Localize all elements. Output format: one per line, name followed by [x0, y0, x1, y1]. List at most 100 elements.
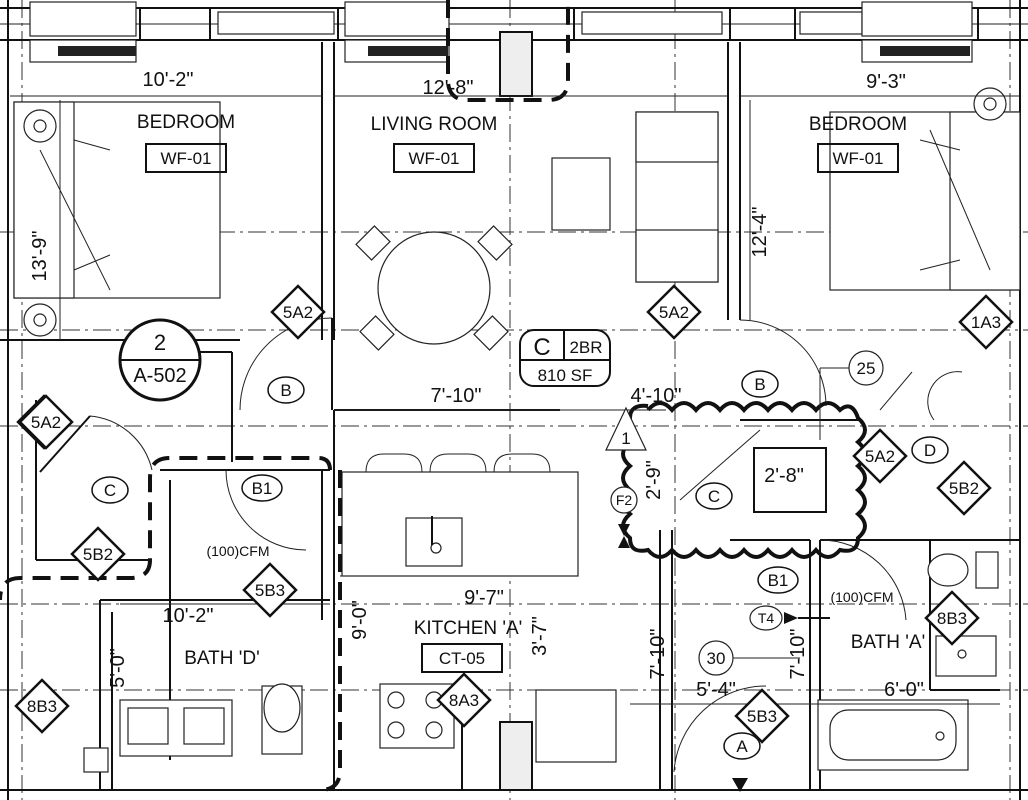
room-name-living: LIVING ROOM — [371, 114, 498, 135]
door-tag-b1-6: B1 — [241, 474, 283, 502]
door-tag-text: B — [280, 381, 291, 400]
wall-tag-text: 8B3 — [937, 609, 967, 628]
revision-triangle: 1 — [605, 406, 647, 451]
finish-box-living — [393, 143, 475, 173]
finish-tag-kitchen: CT-05 — [439, 649, 485, 668]
finish-box-kitchen — [421, 643, 503, 673]
dining-set — [355, 225, 513, 351]
revision-cloud — [621, 401, 867, 559]
room-name-kitchen: KITCHEN 'A' — [414, 618, 523, 639]
section-callout: 2 A-502 — [118, 318, 233, 462]
exhaust-fan-label-bath-a: (100)CFM — [830, 589, 893, 605]
wall-tag-text: 5A2 — [659, 303, 689, 322]
door-tag-d-4: D — [911, 436, 949, 464]
wall-tag-text: 8A3 — [449, 691, 479, 710]
wall-tag-5a2-1: 5A2 — [646, 284, 702, 340]
wall-tag-8a3-12: 8A3 — [436, 672, 492, 728]
dim-living-width: 12'-8" — [423, 77, 474, 99]
room-name-bath-a: BATH 'A' — [851, 632, 925, 653]
keynote-25: 25 — [819, 350, 884, 440]
wall-tag-5b2-6: 5B2 — [70, 526, 126, 582]
unit-type: C — [533, 334, 550, 361]
wall-tag-5b3-8: 5B3 — [242, 562, 298, 618]
fire-tag: F2 — [610, 486, 638, 548]
dim-living-to-kitchen: 7'-10" — [431, 385, 482, 407]
door-tag-text: B — [754, 375, 765, 394]
dim-bath-a-depth: 7'-10" — [787, 629, 809, 680]
revision-outline-kitchen — [319, 470, 342, 792]
wall-tag-text: 5B3 — [255, 581, 285, 600]
unit-bedrooms: 2BR — [569, 338, 602, 357]
wall-tag-text: 5B2 — [83, 545, 113, 564]
section-arrow — [732, 778, 748, 792]
dim-kitchen-depth: 9'-0" — [349, 600, 371, 640]
finish-tag-living: WF-01 — [409, 149, 460, 168]
wall-tag-text: 5A2 — [31, 413, 61, 432]
thermostat-tag-text: T4 — [758, 610, 775, 626]
right-bed — [829, 87, 1021, 291]
door-tag-a-5: A — [723, 732, 761, 760]
kitchen-range — [379, 683, 617, 763]
fire-tag-text: F2 — [616, 492, 633, 508]
keynote-30: 30 — [698, 640, 800, 676]
dim-bath-d-width: 10'-2" — [163, 605, 214, 627]
wall-tag-8b3-10: 8B3 — [14, 678, 70, 734]
keynote-30-text: 30 — [707, 649, 726, 668]
wall-tag-5a2-4: 5A2 — [18, 394, 74, 450]
finish-box-bedroom-right — [817, 143, 899, 173]
bath-a-fixtures — [817, 551, 999, 771]
dim-hall-depth: 7'-10" — [647, 629, 669, 680]
wall-tag-1a3-5: 1A3 — [958, 294, 1014, 350]
wall-tag-text: 1A3 — [971, 313, 1001, 332]
dim-kitchen-counter: 9'-7" — [464, 587, 504, 609]
dim-bath-a-width: 6'-0" — [884, 679, 924, 701]
unit-area: 810 SF — [538, 366, 593, 385]
wall-type-tags: 5A25A25A25A25A21A35B25B25B35B38B38B38A3 — [14, 284, 1014, 744]
dim-bedroom-right-depth: 12'-4" — [749, 207, 771, 258]
closet-hatch — [499, 31, 533, 791]
wall-tag-text: 5B3 — [747, 707, 777, 726]
dim-hall-width: 5'-4" — [696, 679, 736, 701]
exhaust-fan-label-bath-d: (100)CFM — [206, 543, 269, 559]
finish-tag-bedroom-right: WF-01 — [833, 149, 884, 168]
dimension-lines — [10, 95, 1020, 705]
door-tag-c-3: C — [695, 482, 733, 510]
unit-tag: C 2BR 810 SF — [519, 329, 611, 387]
door-tag-b-1: B — [741, 370, 779, 398]
dim-bedroom-right-width: 9'-3" — [866, 71, 906, 93]
revision-outline-top — [446, 0, 570, 102]
left-bed — [13, 101, 221, 337]
section-number: 2 — [154, 330, 166, 355]
wall-tag-5b3-9: 5B3 — [734, 688, 790, 744]
wall-tag-text: 5A2 — [865, 447, 895, 466]
revision-number: 1 — [621, 429, 630, 448]
dim-closet-depth: 2'-9" — [643, 460, 665, 500]
dim-bedroom-left-depth: 13'-9" — [29, 231, 51, 282]
door-tag-text: C — [104, 481, 116, 500]
wall-tag-5b2-7: 5B2 — [936, 460, 992, 516]
wall-tag-text: 5B2 — [949, 479, 979, 498]
wall-tag-text: 8B3 — [27, 697, 57, 716]
door-tag-text: B1 — [252, 479, 273, 498]
finish-tag-bedroom-left: WF-01 — [161, 149, 212, 168]
revision-outline-left — [0, 456, 332, 601]
bath-d-fixtures — [83, 683, 303, 773]
closet-box — [753, 447, 827, 513]
door-tag-b-0: B — [267, 376, 305, 404]
room-name-bath-d: BATH 'D' — [184, 648, 260, 669]
door-tag-text: C — [708, 487, 720, 506]
sofa — [551, 111, 719, 283]
wall-tag-8b3-11: 8B3 — [924, 590, 980, 646]
room-name-bedroom-left: BEDROOM — [137, 112, 235, 133]
dim-vestibule: 4'-10" — [631, 385, 682, 407]
dim-bath-d-depth: 5'-0" — [107, 648, 129, 688]
wall-tag-5a2-0: 5A2 — [270, 284, 326, 340]
dim-kitchen-aisle: 3'-7" — [529, 616, 551, 656]
section-sheet: A-502 — [133, 365, 186, 387]
thermostat-tag: T4 — [749, 605, 830, 631]
wall-tag-5a2-3: 5A2 — [852, 428, 908, 484]
door-tag-b1-7: B1 — [757, 566, 799, 594]
wall-tag-text: 5A2 — [283, 303, 313, 322]
